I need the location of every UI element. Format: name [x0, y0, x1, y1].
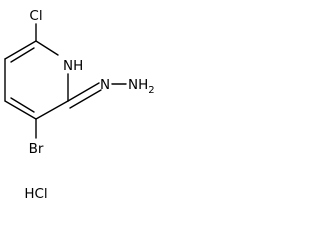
hcl-salt-label: HCl — [24, 186, 47, 202]
bond-c6-c5-double — [10, 47, 35, 63]
bond-c4-c3-double — [10, 97, 35, 113]
pyridine-ring — [4, 40, 69, 120]
amine-nh-text: NH — [128, 77, 148, 93]
bond-c4-c3 — [4, 100, 37, 120]
bond-n1-c6 — [35, 40, 59, 56]
bond-c2-n-double-inner — [69, 89, 102, 109]
bromine-label: Br — [29, 141, 44, 157]
bond-c2-n-double — [67, 82, 100, 102]
ring-nh-label: NH — [63, 58, 83, 74]
hydrazone-n-label: N — [100, 77, 110, 93]
amine-subscript: 2 — [148, 85, 154, 96]
chlorine-label: Cl — [29, 8, 42, 24]
chemical-structure: Cl NH N NH2 Br HCl — [4, 8, 155, 202]
bond-c3-c2 — [35, 100, 69, 120]
bond-c6-c5 — [4, 40, 37, 60]
amine-nh2-label: NH2 — [128, 77, 155, 96]
